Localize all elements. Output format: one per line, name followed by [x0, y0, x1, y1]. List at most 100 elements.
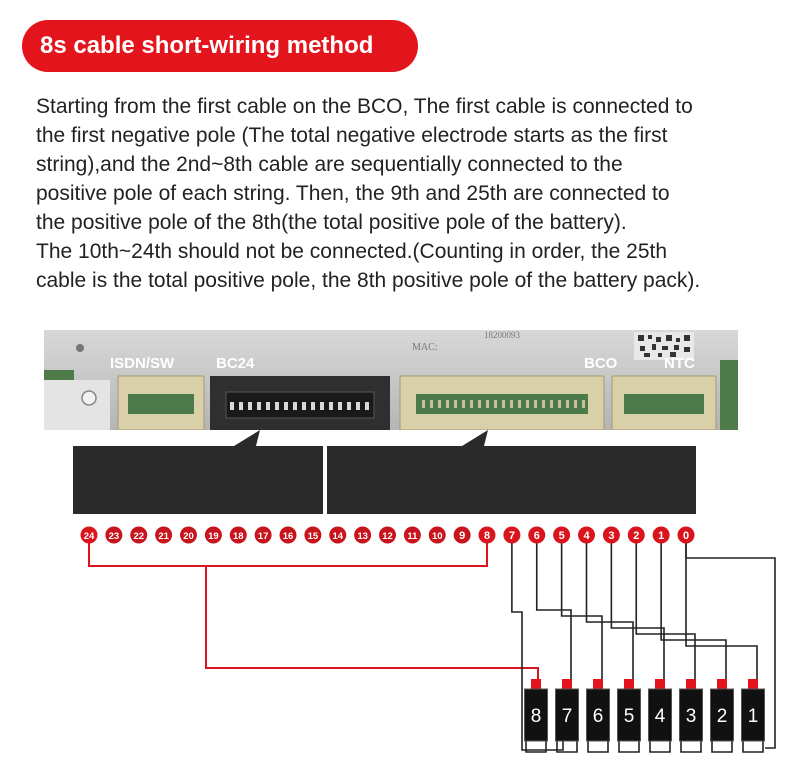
pin-label: 24 [84, 531, 95, 542]
battery-cell-6: 6 [586, 679, 610, 742]
cell-body [586, 688, 610, 742]
board-mount-pad [44, 380, 110, 430]
connector-pin [526, 400, 529, 408]
pin-marker [80, 526, 98, 544]
cell-link-wire [649, 741, 671, 753]
pin-21: 21 [155, 526, 173, 544]
cell-label: 2 [717, 706, 728, 727]
wiring-description: Starting from the first cable on the BCO… [36, 92, 786, 295]
description-line: The 10th~24th should not be connected.(C… [36, 240, 668, 263]
pin-marker [279, 526, 297, 544]
pin-5: 5 [553, 526, 571, 544]
pin-marker [677, 526, 695, 544]
cell-positive-cap [593, 679, 603, 689]
pin-label: 7 [509, 530, 515, 542]
connector-pin [329, 402, 333, 410]
pin-label: 2 [633, 530, 639, 542]
battery-cell-4: 4 [648, 679, 672, 742]
cell-label: 8 [531, 706, 542, 727]
cell-body [741, 688, 765, 742]
connector-pin [566, 400, 569, 408]
pin-marker [304, 526, 322, 544]
pin-marker [254, 526, 272, 544]
pin-label: 11 [407, 531, 418, 542]
pin-15: 15 [304, 526, 322, 544]
cell-link-wire [680, 741, 702, 753]
pin-19: 19 [204, 526, 222, 544]
pin-label: 6 [534, 530, 540, 542]
cell-label: 4 [655, 706, 666, 727]
battery-cell-1: 1 [741, 679, 765, 742]
pin-marker [578, 526, 595, 544]
connector-pin [422, 400, 425, 408]
description-line: string),and the 2nd~8th cable are sequen… [36, 153, 623, 176]
battery-cell-3: 3 [679, 679, 703, 742]
pin-2: 2 [627, 526, 645, 544]
pin-23: 23 [105, 526, 123, 544]
isdn-connector-socket [128, 394, 194, 414]
connector-pin [478, 400, 481, 408]
pin-marker [627, 526, 645, 544]
pin-marker [130, 526, 148, 544]
cable-plug-right [327, 446, 696, 514]
pin-24: 24 [80, 526, 98, 544]
pin-label: 4 [583, 530, 590, 542]
battery-cell-5: 5 [617, 679, 641, 742]
cell-positive-cap [717, 679, 727, 689]
pin-label: 9 [459, 530, 465, 542]
pin-18: 18 [229, 526, 247, 544]
pin-10: 10 [428, 526, 446, 544]
board-edge [720, 360, 738, 430]
cell-positive-cap [748, 679, 758, 689]
qr-code [638, 335, 690, 357]
wire-layer [88, 543, 776, 753]
connector-pin [518, 400, 521, 408]
pin-16: 16 [279, 526, 297, 544]
cell-link-wire [711, 741, 733, 753]
connector-pin [446, 400, 449, 408]
cell-label: 5 [624, 706, 635, 727]
description-line: the positive pole of the 8th(the total p… [36, 211, 627, 234]
connector-pins [230, 400, 585, 410]
cell-body [524, 688, 548, 742]
cell-body [710, 688, 734, 742]
connector-pin [582, 400, 585, 408]
connector-pin [502, 400, 505, 408]
pin-label: 21 [158, 531, 169, 542]
cell-body [648, 688, 672, 742]
string-wire [560, 543, 603, 681]
pin-marker [229, 526, 247, 544]
string-wire [585, 543, 634, 681]
cell-link-wire [742, 741, 764, 753]
cell-body [679, 688, 703, 742]
mounting-hole [81, 390, 97, 406]
string-wire [535, 543, 572, 681]
connector-pin [347, 402, 351, 410]
pin-label: 23 [109, 531, 120, 542]
total-positive-wire [205, 566, 539, 681]
connector-pin [558, 400, 561, 408]
connector-pin [248, 402, 252, 410]
connector-pin [275, 402, 279, 410]
pin-marker [204, 526, 222, 544]
label-ntc: NTC [664, 355, 695, 372]
connector-pin [230, 402, 234, 410]
connector-pin [494, 400, 497, 408]
pin-label: 20 [183, 531, 194, 542]
pin-3: 3 [602, 526, 620, 544]
cell-positive-cap [686, 679, 696, 689]
pin-marker [403, 526, 421, 544]
cable-plug-left [73, 446, 323, 514]
pin-label: 13 [357, 531, 368, 542]
pin-label: 22 [133, 531, 144, 542]
cell-positive-cap [655, 679, 665, 689]
pin-9: 9 [453, 526, 471, 544]
mac-label: MAC: [412, 342, 438, 353]
connector-pin [257, 402, 261, 410]
connector-pin [365, 402, 369, 410]
pin-marker [379, 526, 396, 544]
cell-link-wire [587, 741, 609, 753]
connector-pin [550, 400, 553, 408]
connector-pin [266, 402, 270, 410]
pin-label: 15 [308, 531, 319, 542]
